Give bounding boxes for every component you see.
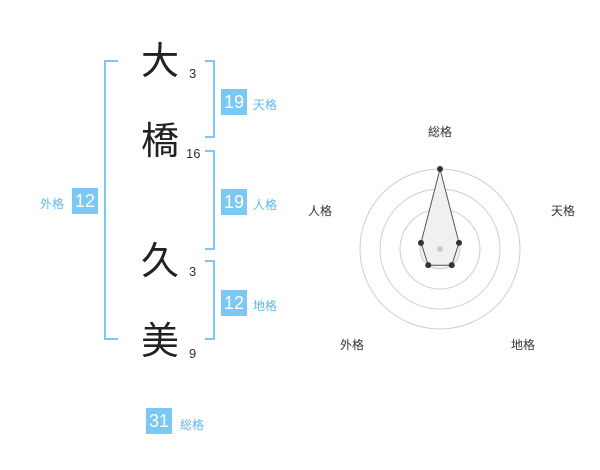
tenkaku-label: 天格 — [253, 98, 278, 112]
jinkaku-bracket — [205, 150, 215, 250]
radar-rings — [359, 168, 521, 330]
name-char-2: 橋 — [140, 119, 179, 163]
radar-center-dot — [437, 246, 443, 252]
radar-point-4 — [417, 239, 424, 246]
radar-point-3 — [425, 262, 432, 269]
radar-point-1 — [456, 239, 463, 246]
radar-score-polygon — [420, 168, 460, 266]
gaikaku-bracket — [104, 60, 118, 340]
radar-label-gaikaku: 外格 — [340, 338, 365, 352]
name-char-1: 大 — [140, 39, 179, 83]
soukaku-label: 総格 — [180, 418, 205, 432]
radar-label-chikaku: 地格 — [511, 338, 536, 352]
radar-points — [417, 166, 463, 269]
radar-label-jinkaku: 人格 — [308, 204, 333, 218]
jinkaku-label: 人格 — [253, 198, 278, 212]
radar-point-0 — [437, 166, 443, 172]
stroke-count-1: 3 — [189, 66, 197, 81]
tenkaku-bracket — [205, 60, 215, 138]
gaikaku-badge: 12 — [72, 188, 98, 214]
chikaku-badge: 12 — [221, 290, 247, 316]
tenkaku-badge: 19 — [221, 89, 247, 115]
chikaku-bracket — [205, 260, 215, 340]
radar-point-2 — [448, 262, 455, 269]
name-char-4: 美 — [140, 319, 179, 363]
radar-ring-4 — [359, 168, 521, 330]
radar-ring-3 — [379, 188, 501, 310]
stroke-count-4: 9 — [189, 346, 197, 361]
name-char-3: 久 — [140, 239, 179, 283]
stroke-count-2: 16 — [186, 146, 201, 161]
radar-label-tenkaku: 天格 — [551, 204, 576, 218]
soukaku-badge: 31 — [146, 408, 172, 434]
radar-ring-2 — [399, 208, 481, 290]
radar-ring-1 — [419, 228, 461, 270]
stroke-count-3: 3 — [189, 264, 197, 279]
gaikaku-label: 外格 — [40, 197, 65, 211]
chikaku-label: 地格 — [253, 299, 278, 313]
radar-label-soukaku: 総格 — [428, 125, 453, 139]
jinkaku-badge: 19 — [221, 189, 247, 215]
